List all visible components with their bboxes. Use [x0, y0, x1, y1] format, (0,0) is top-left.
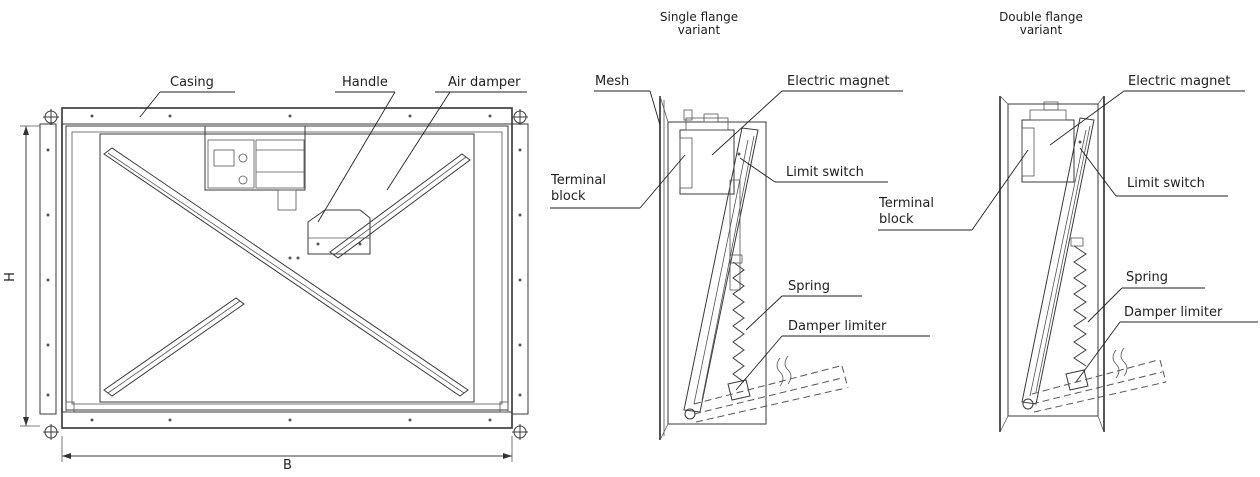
right-flange — [511, 123, 529, 415]
damper-blade-double — [1021, 117, 1095, 405]
single-flange-title-line1: Single flange — [659, 10, 739, 24]
label-handle: Handle — [342, 75, 388, 90]
label-terminal-double-line2: block — [879, 212, 914, 227]
double-flange-title-line1: Double flange — [999, 10, 1083, 24]
double-flange-title-line2: variant — [1019, 23, 1063, 37]
inner-frame-2 — [71, 131, 503, 405]
label-electric-magnet-double: Electric magnet — [1128, 74, 1231, 89]
single-flange-title-line2: variant — [677, 23, 721, 37]
label-air-damper: Air damper — [448, 75, 521, 90]
corner-bracket — [499, 401, 509, 413]
limiter-double — [1065, 369, 1089, 391]
label-damper-limiter-double: Damper limiter — [1124, 305, 1223, 320]
label-limit-switch-double: Limit switch — [1127, 176, 1205, 191]
handle-part — [288, 209, 371, 260]
corner-marks — [43, 109, 528, 440]
single-leaders — [550, 90, 930, 391]
electric-magnet-body-double — [1021, 119, 1075, 183]
casing-side — [667, 121, 767, 425]
label-casing: Casing — [170, 75, 214, 90]
left-flange — [39, 123, 57, 415]
label-terminal-line2: block — [551, 189, 586, 204]
top-flange — [61, 107, 513, 125]
label-mesh: Mesh — [595, 74, 630, 89]
flange-holes — [46, 114, 522, 422]
actuator-box — [204, 125, 306, 211]
label-damper-limiter: Damper limiter — [788, 319, 887, 334]
casing-side-double — [1007, 103, 1099, 417]
dimension-h — [20, 125, 40, 427]
damper-blade — [99, 133, 475, 403]
dimension-b-label: B — [283, 458, 292, 473]
stiffening-ribs — [103, 147, 471, 397]
corner-bracket — [65, 401, 75, 413]
label-limit-switch: Limit switch — [786, 165, 864, 180]
dimension-h-label: H — [2, 272, 18, 282]
single-flange-view — [550, 90, 930, 441]
front-view — [20, 91, 529, 462]
label-terminal-double-line1: Terminal — [879, 196, 934, 211]
label-spring: Spring — [788, 279, 830, 294]
limiter-side — [727, 379, 751, 401]
bottom-flange — [61, 411, 513, 429]
dimension-b — [61, 436, 513, 462]
label-electric-magnet: Electric magnet — [787, 74, 890, 89]
double-leaders — [878, 90, 1258, 383]
double-flange-view — [878, 90, 1258, 433]
damper-blade-side — [683, 127, 759, 413]
front-leaders — [139, 91, 527, 223]
label-spring-double: Spring — [1126, 270, 1168, 285]
label-terminal-line1: Terminal — [551, 173, 606, 188]
spring-side — [732, 261, 745, 383]
electric-magnet-body — [679, 129, 735, 195]
spring-double — [1073, 245, 1087, 367]
